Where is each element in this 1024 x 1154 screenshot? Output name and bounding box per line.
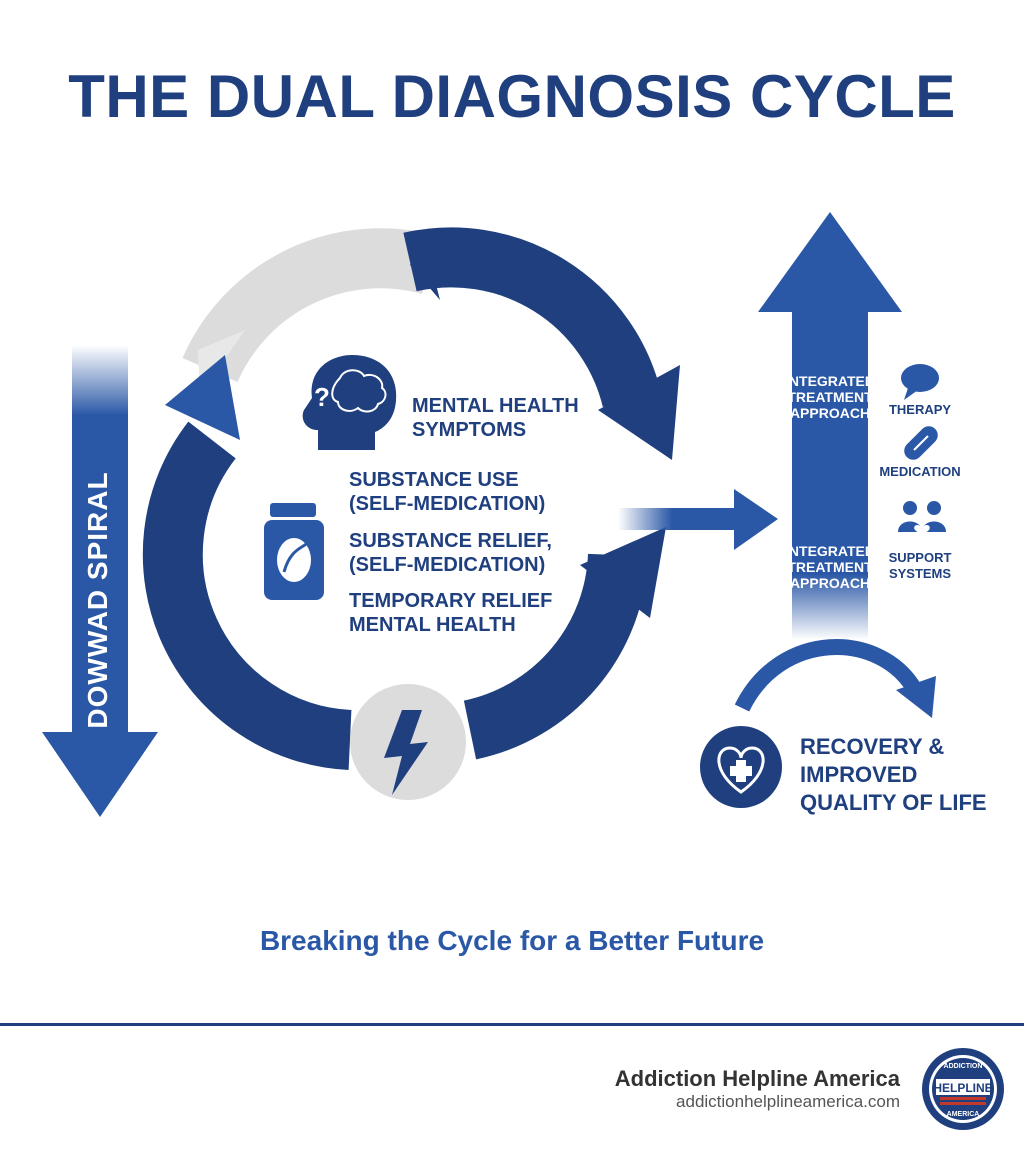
substance-use-line-1: SUBSTANCE USE xyxy=(349,469,519,491)
cycle-ring xyxy=(142,227,680,770)
tagline: Breaking the Cycle for a Better Future xyxy=(259,925,765,956)
recovery-line-2: IMPROVED xyxy=(800,762,918,787)
pill-icon xyxy=(904,426,938,460)
seal-top-text: ADDICTION xyxy=(944,1063,983,1070)
support-systems-line-2: SYSTEMS xyxy=(888,566,952,581)
therapy-label: THERAPY xyxy=(870,402,970,418)
medicine-bottle-icon xyxy=(264,503,324,600)
temporary-relief-line-1: TEMPORARY RELIEF xyxy=(349,590,553,612)
treatment-label-top: INTEGRATED TREATMENT APPROACH xyxy=(785,373,875,421)
seal-bottom-text: AMERICA xyxy=(947,1111,980,1118)
mental-health-label: MENTAL HEALTH SYMPTOMS xyxy=(412,394,579,442)
brain-head-icon: ? xyxy=(302,355,397,450)
downward-spiral-label: DOWWAD SPIRAL xyxy=(82,471,113,729)
support-systems-label: SUPPORT SYSTEMS xyxy=(870,550,970,582)
recovery-label: RECOVERY & IMPROVED QUALITY OF LIFE xyxy=(800,733,987,817)
substance-use-line-2: (SELF-MEDICATION) xyxy=(349,493,546,515)
seal-middle-text: HELPLINE xyxy=(933,1081,992,1095)
lightning-icon xyxy=(350,684,466,800)
treatment-label-bottom: INTEGRATED TREATMENT APPROACH xyxy=(785,543,875,591)
treatment-up-arrow xyxy=(758,212,902,640)
recovery-line-1: RECOVERY & xyxy=(800,734,945,759)
treatment-top-line-1: INTEGRATED xyxy=(785,373,875,389)
substance-relief-label: SUBSTANCE RELIEF, (SELF-MEDICATION) xyxy=(349,529,552,577)
mental-health-line-2: SYMPTOMS xyxy=(412,419,527,441)
treatment-top-line-2: TREATMENT xyxy=(787,389,873,405)
page-title: THE DUAL DIAGNOSIS CYCLE xyxy=(68,63,956,130)
recovery-curve-arrow xyxy=(734,639,936,718)
support-systems-line-1: SUPPORT xyxy=(888,550,952,565)
mental-health-line-1: MENTAL HEALTH xyxy=(412,395,579,417)
medication-label: MEDICATION xyxy=(870,464,970,480)
downward-spiral-arrow xyxy=(42,345,158,817)
question-mark-glyph: ? xyxy=(314,382,330,412)
connector-arrow xyxy=(618,489,778,550)
treatment-bottom-line-2: TREATMENT xyxy=(787,559,873,575)
footer-divider xyxy=(0,1023,1024,1026)
recovery-line-3: QUALITY OF LIFE xyxy=(800,790,987,815)
temporary-relief-label: TEMPORARY RELIEF MENTAL HEALTH xyxy=(349,589,552,637)
therapy-text: THERAPY xyxy=(888,402,952,417)
substance-relief-line-2: (SELF-MEDICATION) xyxy=(349,554,546,576)
medication-text: MEDICATION xyxy=(879,464,961,479)
treatment-bottom-line-1: INTEGRATED xyxy=(785,543,875,559)
treatment-bottom-line-3: APPROACH xyxy=(789,575,871,591)
substance-relief-line-1: SUBSTANCE RELIEF, xyxy=(349,530,552,552)
temporary-relief-line-2: MENTAL HEALTH xyxy=(349,614,516,636)
people-heart-icon xyxy=(898,501,946,536)
helpline-seal-logo: ADDICTION HELPLINE AMERICA xyxy=(922,1048,1004,1130)
organization-url[interactable]: addictionhelplineamerica.com xyxy=(676,1092,900,1111)
speech-bubble-icon xyxy=(901,364,939,400)
substance-use-label: SUBSTANCE USE (SELF-MEDICATION) xyxy=(349,468,545,516)
heart-cross-icon xyxy=(700,726,782,808)
organization-name: Addiction Helpline America xyxy=(614,1066,900,1091)
treatment-top-line-3: APPROACH xyxy=(789,405,871,421)
